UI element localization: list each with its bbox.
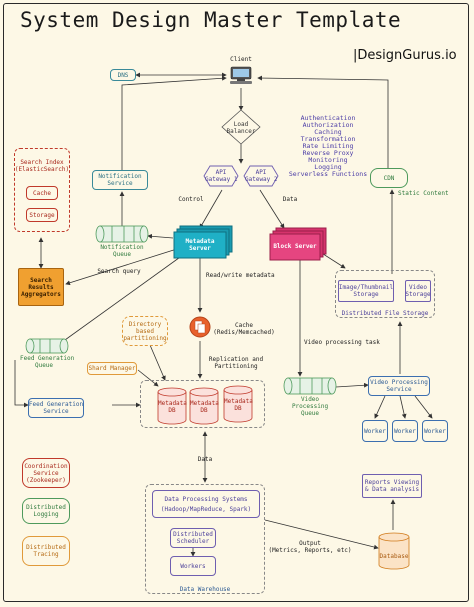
edge-label-search-query: Search query	[97, 268, 141, 275]
edge-vpq-vps	[335, 382, 369, 388]
data-warehouse-group	[145, 484, 265, 594]
edge-data	[259, 189, 285, 229]
gateway-feature-4: Rate Limiting	[302, 142, 354, 150]
cache-small-node[interactable]: Cache	[26, 186, 58, 200]
edge-cdn-client	[257, 75, 389, 168]
notification-queue-shape	[95, 225, 149, 243]
feed-generation-queue-shape	[25, 338, 69, 354]
brand-label: |DesignGurus.io	[353, 48, 457, 63]
api-gateway-1-shape	[203, 165, 239, 187]
edge-fgq-fgs	[14, 360, 29, 408]
edge-shard-db	[137, 369, 159, 387]
diagram-title: System Design Master Template	[20, 8, 402, 32]
directory-partitioning-node[interactable]: Directory based partitioning	[122, 316, 168, 346]
reports-node[interactable]: Reports Viewing & Data analysis	[362, 474, 422, 498]
api-gateway-1-node[interactable]: API Gateway 1	[205, 169, 238, 183]
search-index-group	[14, 148, 70, 232]
database-node[interactable]: Database	[379, 553, 409, 560]
gateway-feature-5: Reverse Proxy	[302, 149, 354, 157]
edge-vps-w2	[399, 395, 407, 419]
edge-ms-fgq	[57, 254, 184, 346]
edge-vps-w3	[414, 395, 433, 419]
edge-output	[264, 519, 379, 550]
gateway-feature-2: Caching	[314, 128, 342, 136]
video-processing-queue-shape	[283, 377, 337, 395]
gateway-feature-0: Authentication	[300, 114, 356, 122]
data-processing-hadoop: (Hadoop/MapReduce, Spark)	[160, 505, 252, 513]
edge-control	[199, 189, 223, 229]
gateway-feature-3: Transformation	[300, 135, 356, 143]
video-storage-node[interactable]: Video Storage	[405, 280, 431, 302]
metadata-server-stack	[173, 225, 233, 259]
metadata-db-2[interactable]: Metadata DB	[190, 400, 219, 414]
workers-node[interactable]: Workers	[170, 556, 216, 576]
data-warehouse-label: Data Warehouse	[179, 586, 231, 593]
cache-redis-icon	[189, 316, 211, 338]
worker-1-node[interactable]: Worker	[362, 420, 388, 442]
search-index-node[interactable]: Search Index (ElasticSearch)	[15, 156, 69, 176]
metadata-db-cylinders	[157, 385, 253, 425]
search-aggregators-node[interactable]: Search Results Aggregators	[18, 268, 64, 306]
gateway-feature-6: Monitoring	[308, 156, 348, 164]
database-cylinder	[378, 532, 410, 570]
edge-label-data: Data	[282, 196, 298, 203]
data-processing-title: Data Processing Systems	[164, 495, 248, 503]
edge-label-replication: Replication and Partitioning	[208, 356, 264, 370]
edge-search-query	[65, 247, 181, 286]
distributed-file-storage-group	[335, 270, 435, 318]
edge-label-read-write: Read/write metadata	[206, 272, 275, 279]
shard-manager-node[interactable]: Shard Manager	[87, 362, 137, 375]
feed-generation-service-node[interactable]: Feed Generation Service	[28, 398, 84, 418]
diagram-frame	[3, 3, 469, 602]
notification-service-node[interactable]: Notification Service	[92, 170, 148, 190]
worker-2-node[interactable]: Worker	[392, 420, 418, 442]
dns-node[interactable]: DNS	[110, 69, 136, 81]
metadata-db-1[interactable]: Metadata DB	[158, 400, 187, 414]
edge-dir-db	[149, 344, 166, 381]
gateway-feature-8: Serverless Functions	[288, 170, 368, 178]
distributed-scheduler-node[interactable]: Distributed Scheduler	[170, 528, 216, 548]
video-processing-service-node[interactable]: Video Processing Service	[368, 376, 430, 396]
coordination-service-node[interactable]: Coordination Service (Zookeeper)	[22, 458, 70, 488]
data-processing-node[interactable]: Data Processing Systems (Hadoop/MapReduc…	[152, 490, 260, 518]
gateway-feature-7: Logging	[314, 163, 342, 171]
edge-bs-storage	[319, 251, 346, 269]
distributed-file-storage-label: Distributed File Storage	[341, 310, 429, 317]
metadata-server-node[interactable]: Metadata Server	[185, 238, 215, 252]
video-processing-queue-label: Video Processing Queue	[291, 396, 329, 417]
block-server-node[interactable]: Block Server	[273, 243, 317, 250]
cdn-node[interactable]: CDN	[370, 168, 408, 188]
edge-ms-nq	[147, 233, 174, 239]
edge-label-output: Output (Metrics, Reports, etc)	[268, 540, 352, 554]
distributed-tracing-node[interactable]: Distributed Tracing	[22, 536, 70, 566]
load-balancer-shape	[221, 109, 261, 145]
image-storage-node[interactable]: Image/Thumbnail Storage	[338, 280, 394, 302]
edge-label-control: Control	[178, 196, 204, 203]
edge-label-static-content: Static Content	[398, 190, 449, 197]
worker-3-node[interactable]: Worker	[422, 420, 448, 442]
load-balancer-node[interactable]: Load Balancer	[226, 121, 256, 135]
notification-queue-label: Notification Queue	[100, 244, 144, 258]
edge-vps-w1	[374, 395, 386, 419]
api-gateway-2-shape	[243, 165, 279, 187]
gateway-feature-1: Authorization	[302, 121, 354, 129]
edge-notif-client	[121, 75, 227, 170]
client-label: Client	[230, 56, 252, 63]
metadata-db-group	[140, 380, 265, 428]
block-server-stack	[269, 227, 327, 261]
metadata-db-3[interactable]: Metadata DB	[224, 398, 253, 412]
storage-small-node[interactable]: Storage	[26, 208, 58, 222]
edge-label-data-down: Data	[197, 456, 213, 463]
api-gateway-2-node[interactable]: API Gateway 2	[245, 169, 278, 183]
distributed-logging-node[interactable]: Distributed Logging	[22, 498, 70, 524]
client-computer-icon	[230, 66, 252, 84]
edge-label-video-processing-task: Video processing task	[304, 339, 380, 346]
feed-generation-queue-label: Feed Generation Queue	[20, 355, 75, 369]
cache-redis-label: Cache (Redis/Memcached)	[213, 322, 275, 336]
